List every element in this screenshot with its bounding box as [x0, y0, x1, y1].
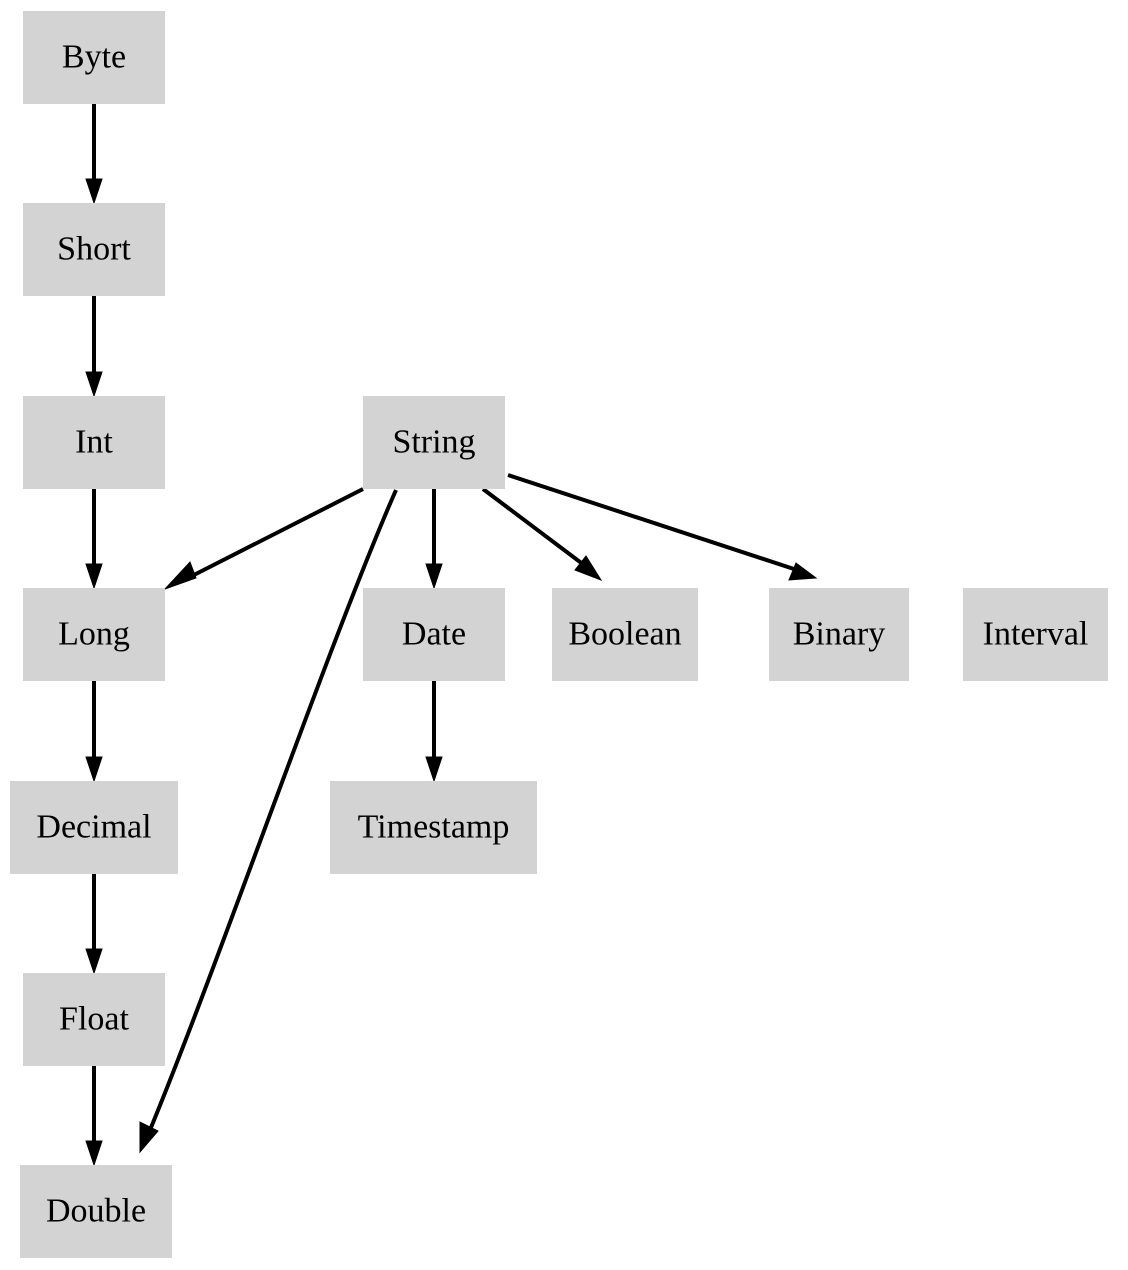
edge-float-double [85, 1066, 103, 1167]
arrowhead-icon-long-decimal [85, 756, 103, 783]
node-binary[interactable]: Binary [769, 588, 909, 681]
node-decimal[interactable]: Decimal [10, 781, 178, 874]
edges-layer [85, 104, 818, 1167]
arrowhead-icon-string-double [139, 1121, 159, 1154]
node-boolean[interactable]: Boolean [552, 588, 698, 681]
node-box-date[interactable] [363, 588, 505, 681]
arrowhead-icon-string-long [164, 561, 197, 590]
arrowhead-icon-string-date [425, 563, 443, 590]
edge-date-timestamp [425, 681, 443, 783]
node-int[interactable]: Int [23, 396, 165, 489]
node-box-float[interactable] [23, 973, 165, 1066]
edge-decimal-float [85, 874, 103, 975]
node-box-double[interactable] [20, 1165, 172, 1258]
node-box-binary[interactable] [769, 588, 909, 681]
edge-string-double [139, 489, 398, 1154]
arrowhead-icon-decimal-float [85, 948, 103, 975]
node-timestamp[interactable]: Timestamp [330, 781, 537, 874]
edge-long-decimal [85, 681, 103, 783]
arrowhead-icon-int-long [85, 563, 103, 590]
node-box-timestamp[interactable] [330, 781, 537, 874]
edge-string-long [164, 487, 364, 590]
node-date[interactable]: Date [363, 588, 505, 681]
edge-int-long [85, 489, 103, 590]
edge-line-string-double [148, 489, 398, 1131]
node-box-string[interactable] [363, 396, 505, 489]
arrowhead-icon-string-boolean [574, 555, 603, 582]
edge-line-string-binary [507, 473, 801, 573]
node-box-byte[interactable] [23, 11, 165, 104]
node-box-int[interactable] [23, 396, 165, 489]
arrowhead-icon-byte-short [85, 178, 103, 205]
arrowhead-icon-float-double [85, 1140, 103, 1167]
node-short[interactable]: Short [23, 203, 165, 296]
node-byte[interactable]: Byte [23, 11, 165, 104]
edge-string-date [425, 489, 443, 590]
node-float[interactable]: Float [23, 973, 165, 1066]
edge-line-string-boolean [481, 487, 590, 570]
edge-string-binary [507, 473, 818, 581]
node-double[interactable]: Double [20, 1165, 172, 1258]
node-box-short[interactable] [23, 203, 165, 296]
node-box-long[interactable] [23, 588, 165, 681]
edge-byte-short [85, 104, 103, 205]
arrowhead-icon-short-int [85, 371, 103, 398]
node-box-interval[interactable] [963, 588, 1108, 681]
node-long[interactable]: Long [23, 588, 165, 681]
arrowhead-icon-string-binary [788, 562, 818, 581]
edge-short-int [85, 296, 103, 398]
node-box-boolean[interactable] [552, 588, 698, 681]
edge-line-string-long [187, 487, 364, 580]
edge-string-boolean [481, 487, 603, 582]
arrowhead-icon-date-timestamp [425, 756, 443, 783]
node-interval[interactable]: Interval [963, 588, 1108, 681]
node-box-decimal[interactable] [10, 781, 178, 874]
node-string[interactable]: String [363, 396, 505, 489]
